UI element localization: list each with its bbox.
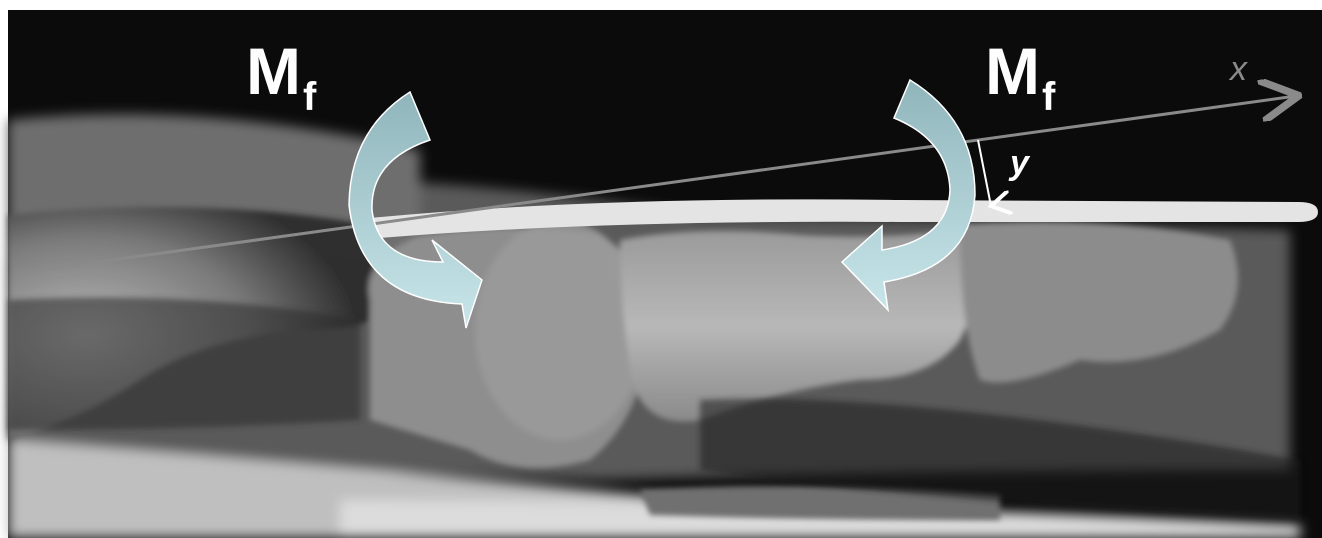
axis-x-label: x — [1230, 52, 1247, 86]
moment-label-right-sub: f — [1042, 75, 1055, 119]
moment-label-right-main: M — [985, 34, 1040, 108]
moment-label-right: Mf — [985, 38, 1055, 104]
moment-label-left-sub: f — [303, 75, 316, 119]
axis-y-label: y — [1010, 146, 1029, 180]
moment-label-left-main: M — [246, 34, 301, 108]
moment-label-left: Mf — [246, 38, 316, 104]
